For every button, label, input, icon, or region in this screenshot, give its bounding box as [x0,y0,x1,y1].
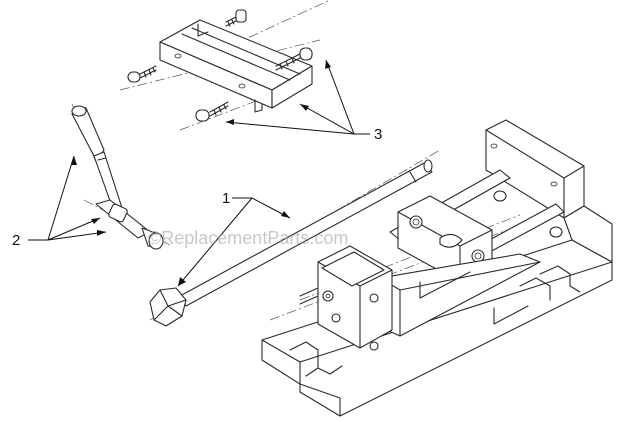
lead-screw [149,149,441,327]
callout-leaders [28,59,370,287]
watermark: ©ReplacementParts.com [148,228,348,248]
screw-left [127,65,157,83]
callout-1: 1 [222,190,230,207]
jaw-plate-assembly [119,0,331,131]
handle-assembly [71,103,171,250]
screw-bottom [195,101,229,122]
screw-right [275,47,313,71]
callout-3: 3 [374,126,382,143]
vise-body [261,119,613,417]
callout-2: 2 [12,232,20,249]
screw-top [225,9,247,27]
